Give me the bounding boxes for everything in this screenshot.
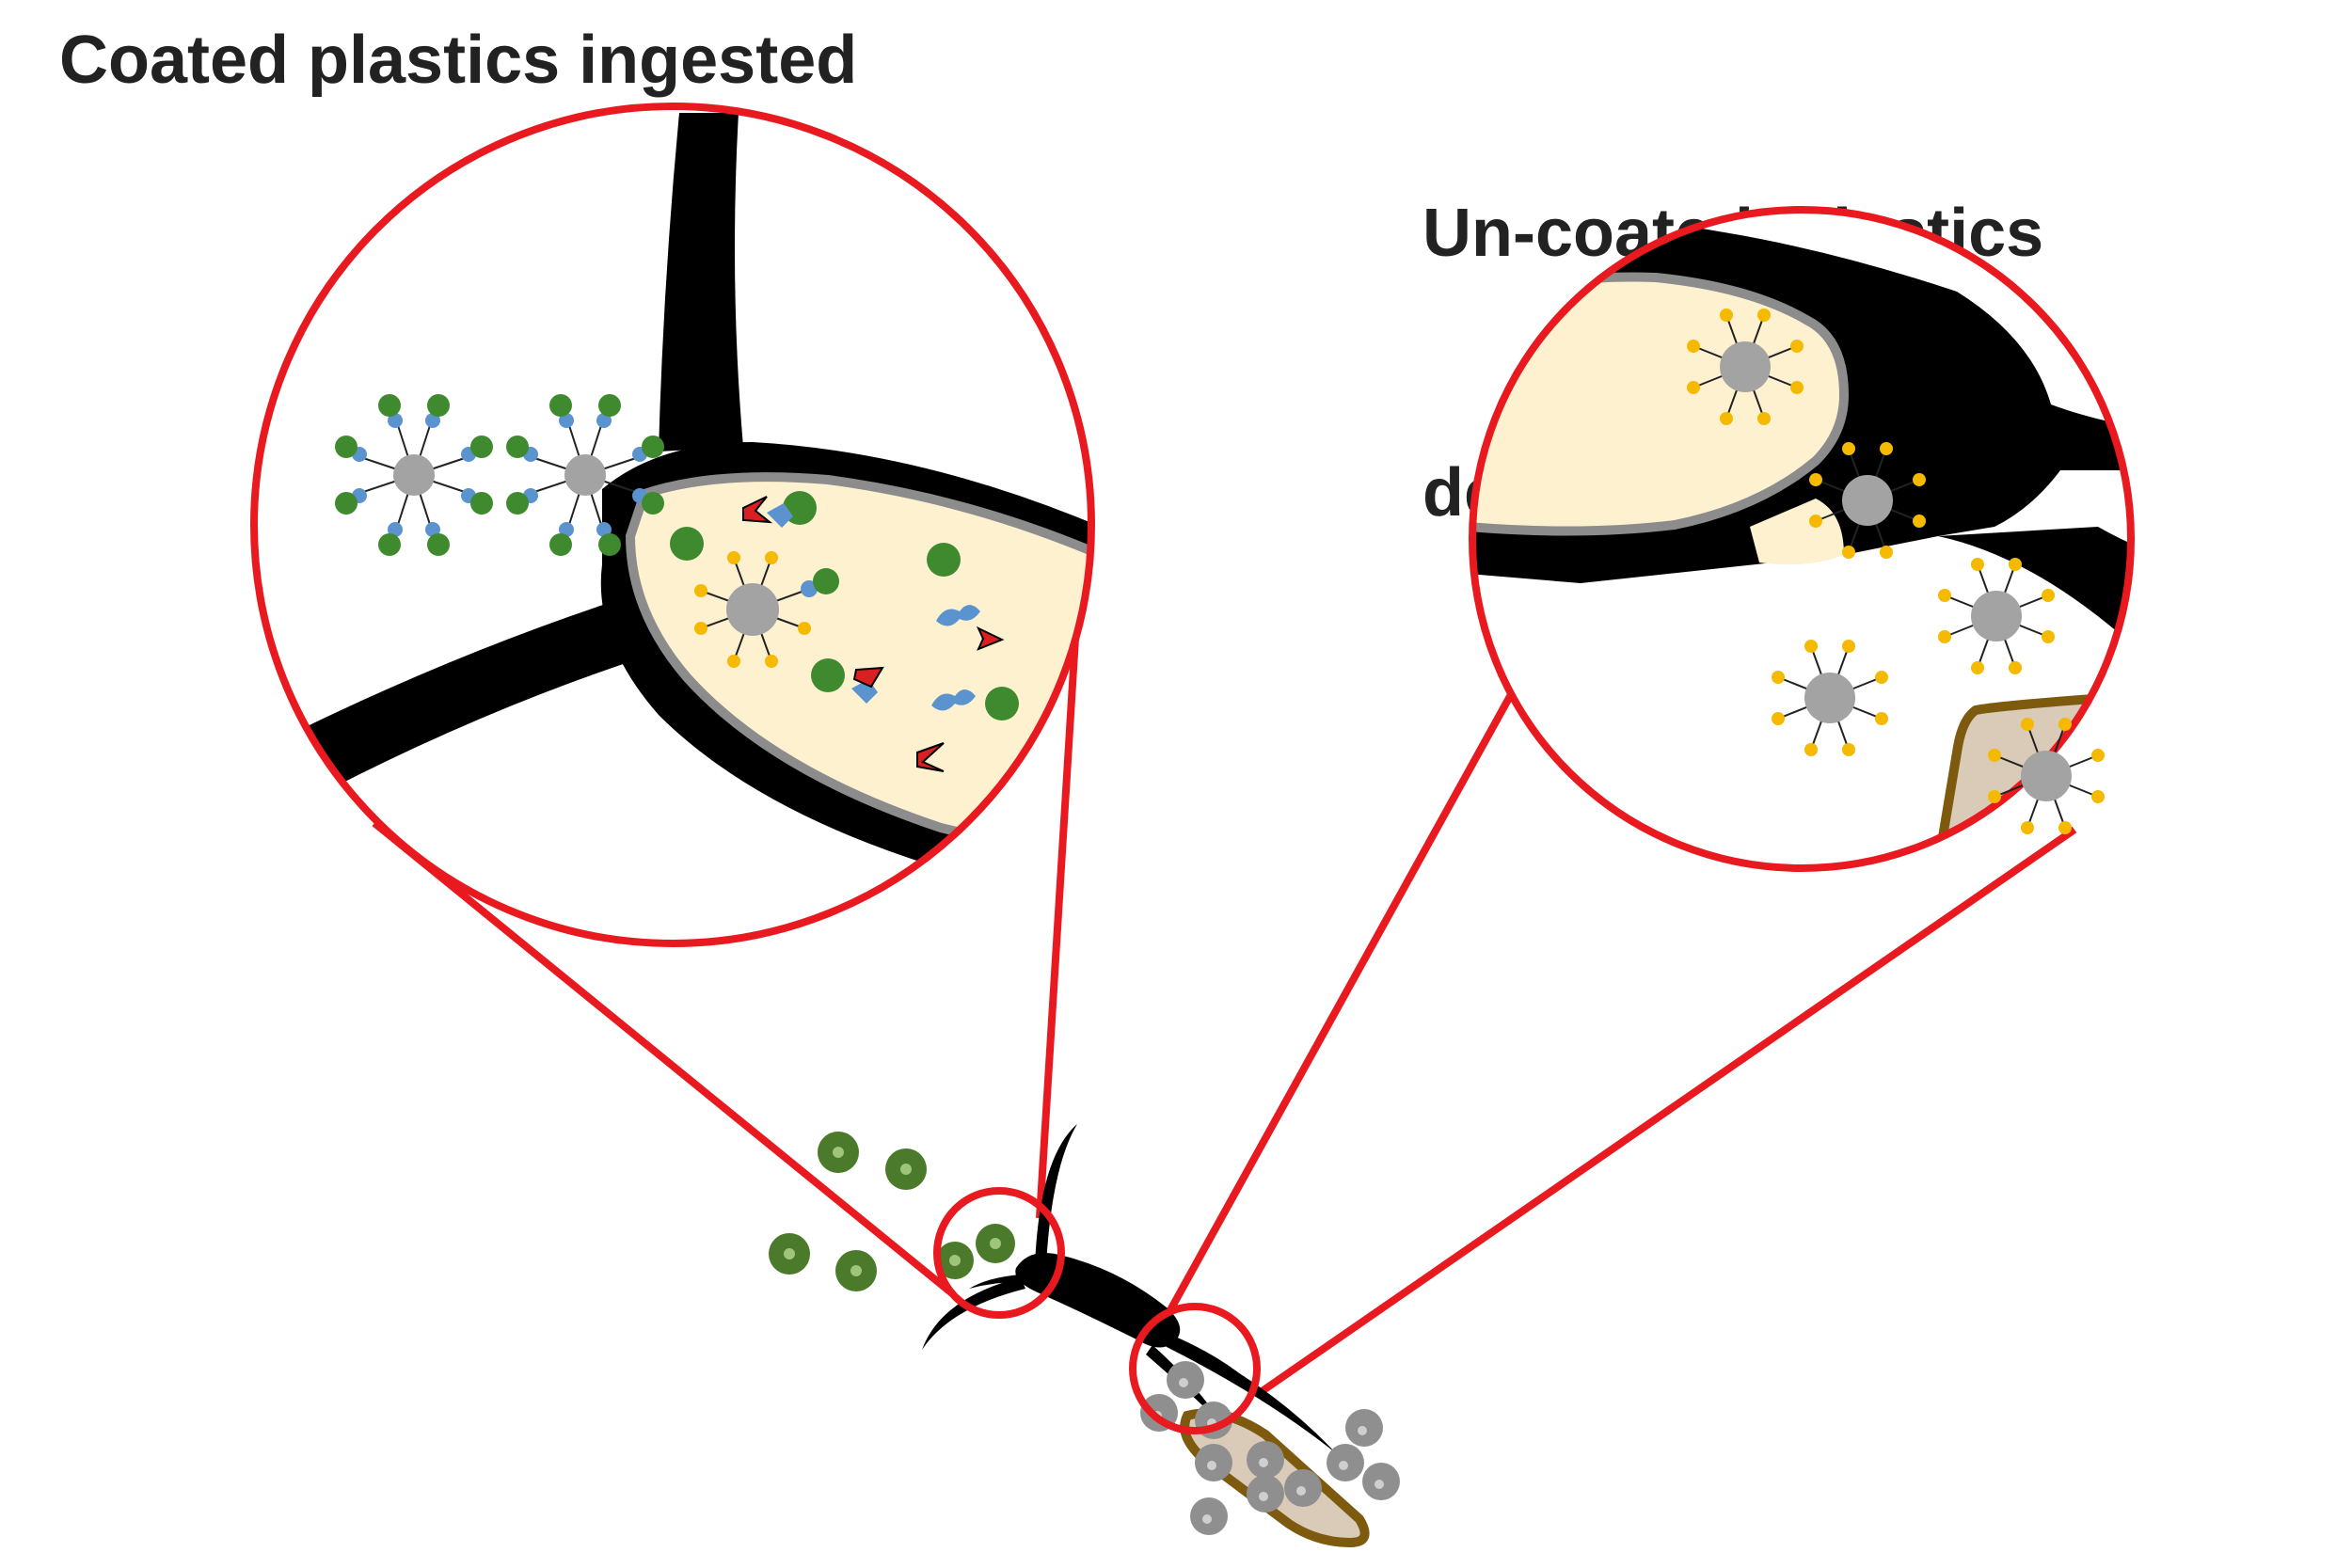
coated-microplastic-icon	[335, 394, 493, 556]
protein-blob-icon	[767, 503, 980, 711]
uncoated-microplastic-icon	[694, 551, 839, 668]
uncoated-microplastic-icon	[1938, 558, 2055, 674]
uncoated-microplastic-icon	[1809, 442, 1926, 559]
enzyme-chevron-icon	[742, 496, 1005, 772]
zoom-source-anus	[1129, 1303, 1261, 1434]
coated-microplastic-icon	[506, 394, 664, 556]
zoom-circle-ingestion	[250, 103, 1095, 947]
protein-blob-icon	[670, 491, 1019, 721]
gut-lumen	[1472, 272, 1850, 536]
algae-cells	[769, 1132, 1015, 1291]
title-coated-plastics-ingested: Coated plastics ingested	[59, 23, 858, 98]
gut-wall	[659, 113, 743, 451]
organism	[769, 1124, 1400, 1548]
zoom-circle-defecation	[1469, 206, 2135, 872]
zoom-source-mouth	[933, 1187, 1065, 1319]
uncoated-microplastic-icon	[1988, 718, 2105, 834]
fecal-pellet-fragment	[1932, 690, 2131, 868]
uncoated-microplastic-icon	[1772, 640, 1888, 756]
uncoated-microplastic-icon	[1687, 309, 1804, 425]
